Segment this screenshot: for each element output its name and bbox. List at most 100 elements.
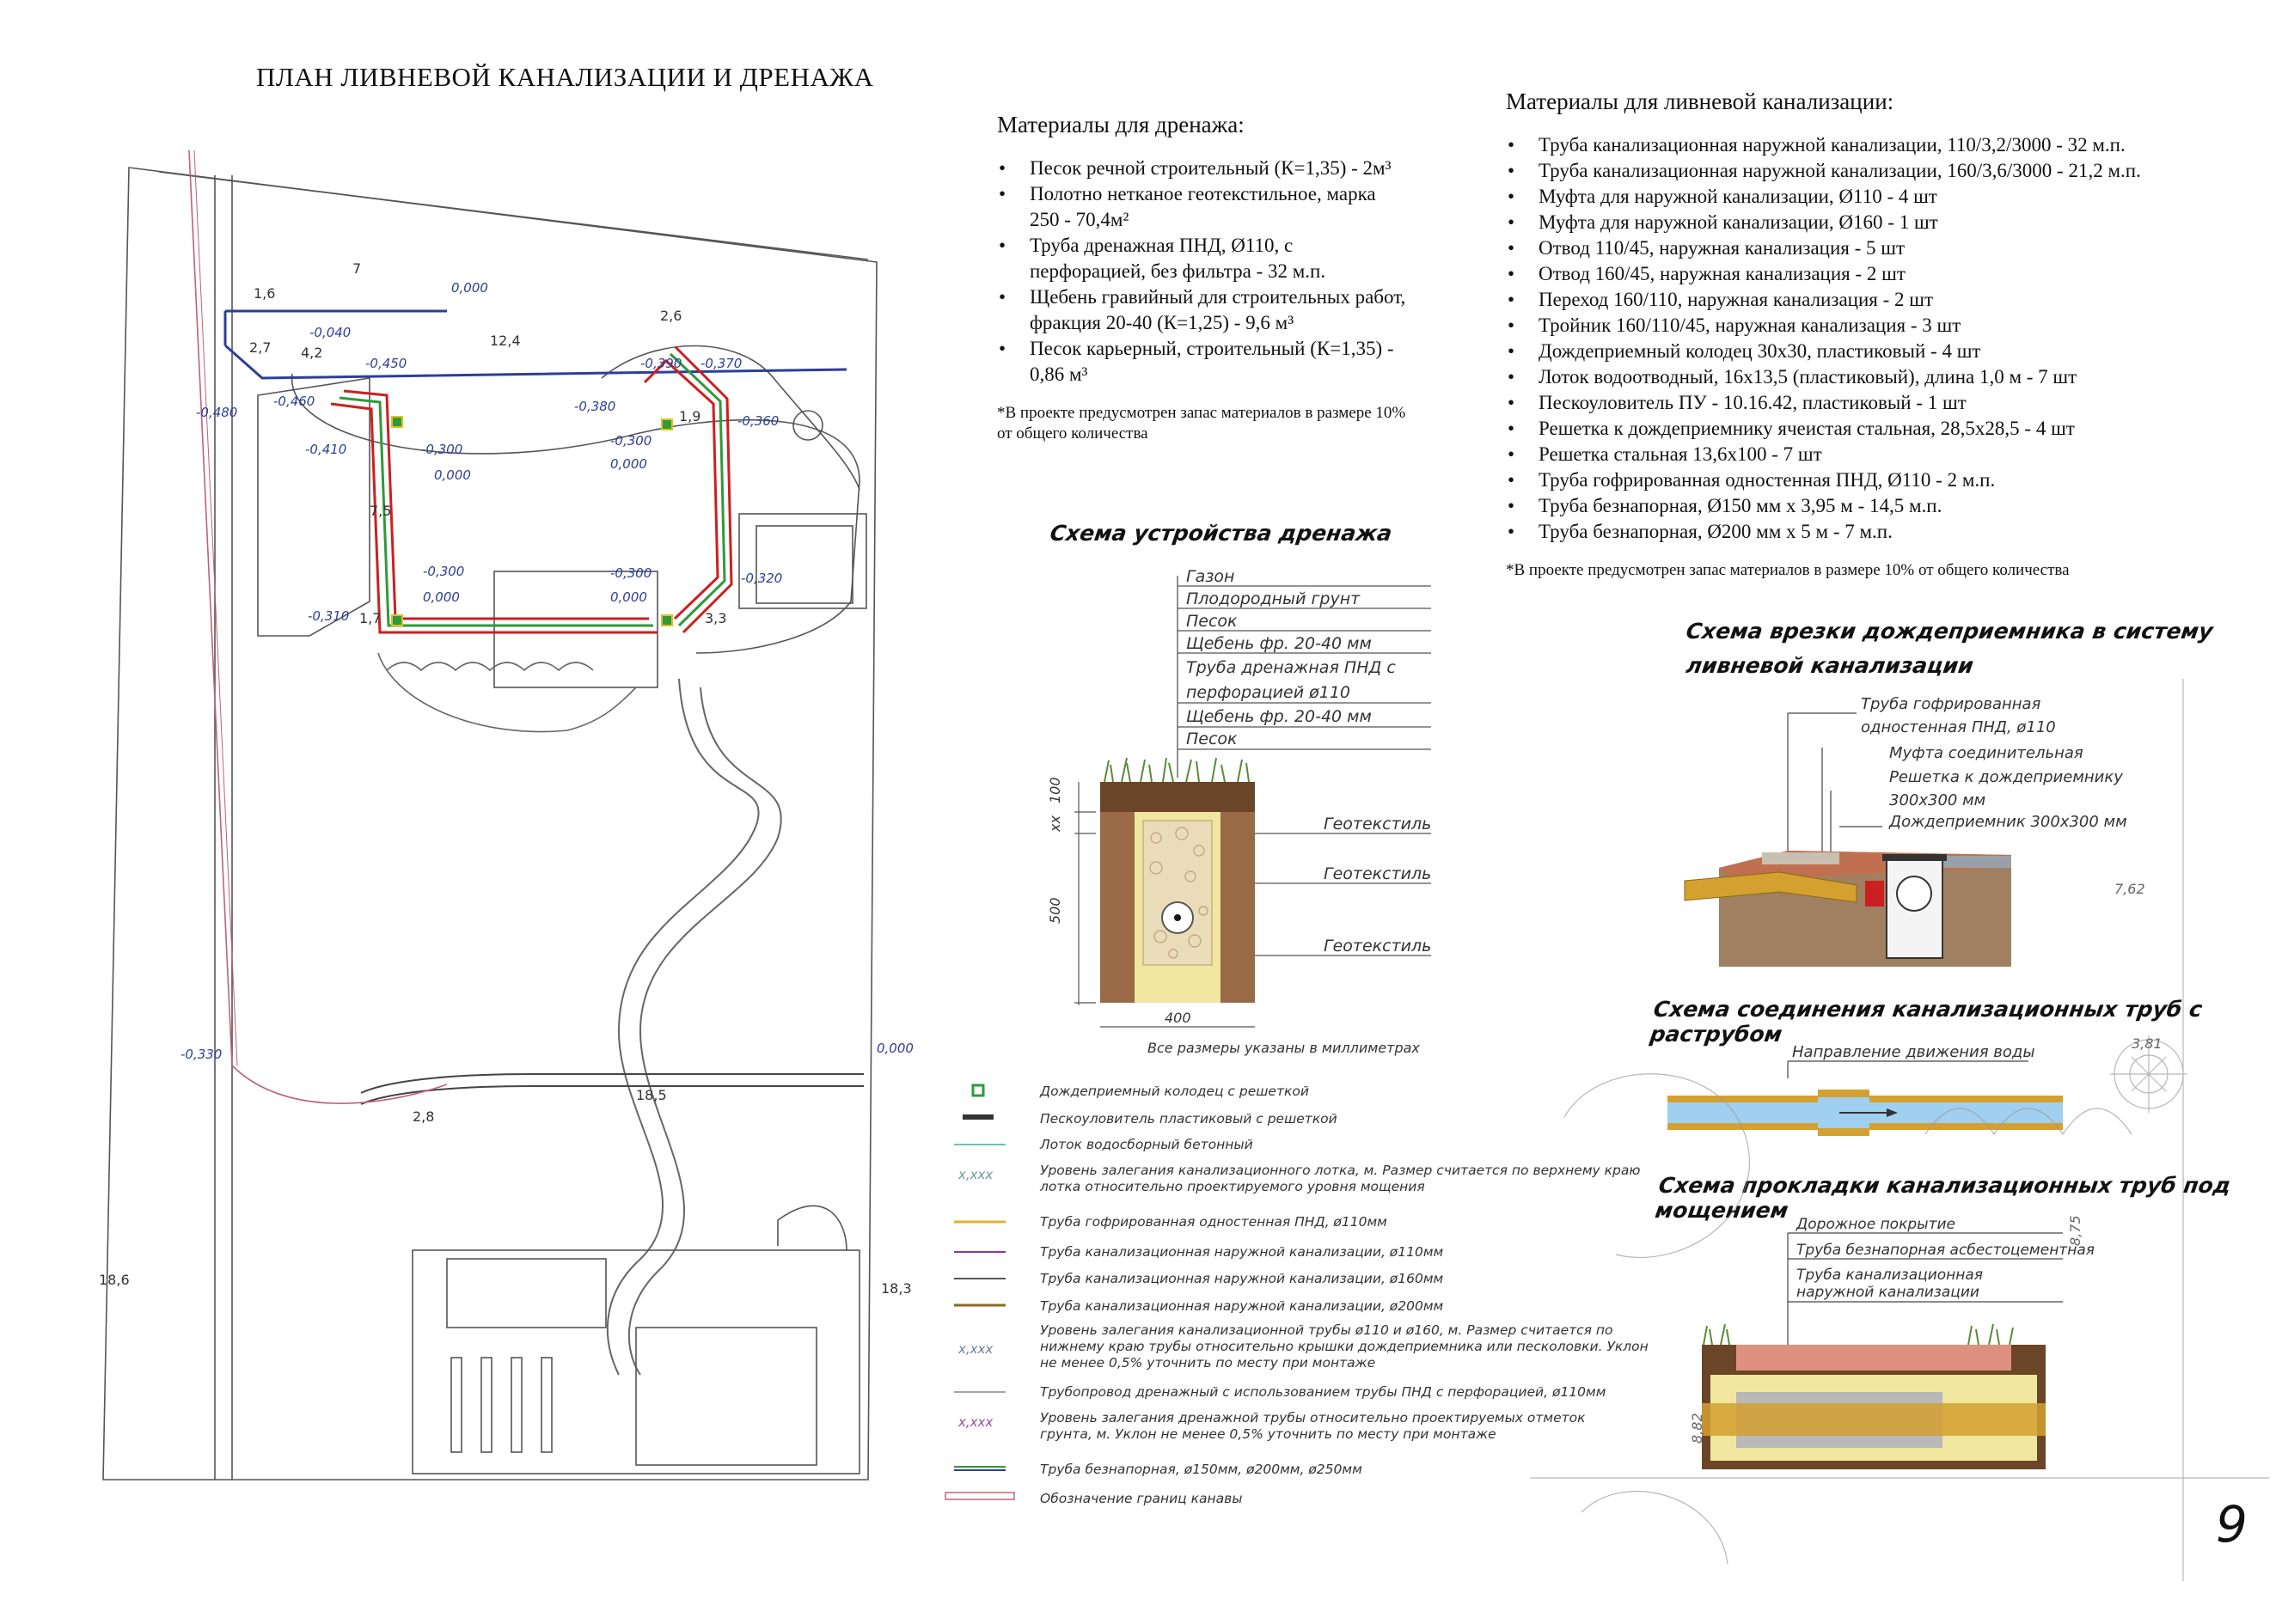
inlet-scheme: Труба гофрированная одностенная ПНД, ø11… bbox=[1684, 695, 2127, 967]
level-label: -0,380 bbox=[574, 399, 615, 414]
grass bbox=[1104, 757, 1250, 783]
flow-direction-label: Направление движения воды bbox=[1792, 1043, 2035, 1061]
inlet-label: Дождеприемник 300х300 мм bbox=[1888, 813, 2127, 831]
legend-label: Труба канализационная наружной канализац… bbox=[1040, 1271, 1444, 1286]
list-item: Щебень гравийный для строительных работ,… bbox=[997, 284, 1410, 336]
dim-label: 1,7 bbox=[359, 610, 381, 626]
legend-label: Дождеприемный колодец с решеткой bbox=[1039, 1084, 1309, 1099]
list-item: Труба безнапорная, Ø200 мм х 5 м - 7 м.п… bbox=[1506, 519, 2262, 545]
drainage-materials-note: *В проекте предусмотрен запас материалов… bbox=[997, 404, 1406, 443]
level-label: -0,460 bbox=[273, 394, 315, 409]
legend-label: Труба гофрированная одностенная ПНД, ø11… bbox=[1040, 1214, 1387, 1230]
drainage-materials-list: Песок речной строительный (К=1,35) - 2м³… bbox=[997, 156, 1410, 388]
legend-label: грунта, м. Уклон не менее 0,5% уточнить … bbox=[1040, 1426, 1496, 1442]
geotextile-label: Геотекстиль bbox=[1324, 864, 1431, 883]
level-label: -0,300 bbox=[610, 565, 652, 581]
level-label: -0,300 bbox=[421, 442, 462, 457]
drainage-scheme: Газон Плодородный грунт Песок Щебень фр.… bbox=[1047, 567, 1431, 1056]
dim-label: 18,3 bbox=[881, 1280, 912, 1297]
list-item: Труба дренажная ПНД, Ø110, с перфорацией… bbox=[997, 233, 1410, 284]
dim-label: 1,9 bbox=[679, 408, 700, 424]
inlet-label: 300х300 мм bbox=[1889, 791, 1985, 809]
geotextile-label: Геотекстиль bbox=[1324, 937, 1431, 955]
dim-label: 7,5 bbox=[370, 503, 391, 519]
storm-materials-list: Труба канализационная наружной канализац… bbox=[1506, 132, 2262, 545]
dim-label: 18,5 bbox=[636, 1087, 667, 1103]
legend-label: Трубопровод дренажный с использованием т… bbox=[1040, 1384, 1606, 1400]
layer-label: Плодородный грунт bbox=[1186, 589, 1361, 608]
level-label: -0,310 bbox=[308, 608, 349, 624]
layer-label: Газон bbox=[1186, 567, 1234, 586]
level-label: -0,480 bbox=[196, 405, 237, 420]
list-item: Переход 160/110, наружная канализация - … bbox=[1506, 287, 2262, 313]
level-label: -0,320 bbox=[741, 571, 782, 586]
dim-label: 2,8 bbox=[413, 1108, 434, 1125]
site-plan: 7 1,6 12,4 4,2 2,7 2,6 1,9 7,5 1,7 3,3 1… bbox=[99, 150, 914, 1481]
legend-label: Труба канализационная наружной канализац… bbox=[1040, 1244, 1444, 1260]
legend-label: не менее 0,5% уточнить по месту при монт… bbox=[1040, 1355, 1375, 1371]
catch-basin-symbol bbox=[971, 1084, 985, 1097]
dim-label: 7 bbox=[352, 260, 361, 277]
legend-label: Уровень залегания дренажной трубы относи… bbox=[1040, 1410, 1586, 1426]
inlet-label: Решетка к дождеприемнику bbox=[1889, 768, 2123, 786]
corrugated-pipe bbox=[1684, 871, 1857, 903]
legend-code: х,ххх bbox=[957, 1341, 993, 1357]
layer-label: Песок bbox=[1186, 612, 1238, 631]
list-item: Дождеприемный колодец 30х30, пластиковый… bbox=[1506, 339, 2262, 364]
paving-layer bbox=[1736, 1345, 2011, 1371]
legend-label: нижнему краю трубы относительно крышки д… bbox=[1040, 1339, 1649, 1354]
drainage-scheme-title: Схема устройства дренажа bbox=[1048, 521, 1394, 546]
page-number: 9 bbox=[2216, 1495, 2248, 1554]
list-item: Песок карьерный, строительный (К=1,35) -… bbox=[997, 336, 1410, 388]
layer-label: Щебень фр. 20-40 мм bbox=[1186, 634, 1372, 653]
socket-scheme: Направление движения воды bbox=[1667, 1043, 2063, 1136]
storm-pipes bbox=[223, 309, 847, 380]
legend-label: Обозначение границ канавы bbox=[1040, 1491, 1243, 1506]
level-label: -0,300 bbox=[610, 433, 652, 449]
drainage-footnote: Все размеры указаны в миллиметрах bbox=[1147, 1040, 1420, 1056]
list-item: Труба гофрированная одностенная ПНД, Ø11… bbox=[1506, 467, 2262, 493]
legend-label: Пескоуловитель пластиковый с решеткой bbox=[1040, 1111, 1337, 1126]
dim-label: 2,7 bbox=[249, 339, 271, 356]
paving-label: Труба канализационная bbox=[1796, 1267, 1983, 1284]
level-label: 0,000 bbox=[423, 589, 460, 605]
property-boundary bbox=[102, 167, 878, 1481]
paving-label: Труба безнапорная асбестоцементная bbox=[1796, 1242, 2095, 1259]
dim-label: 500 bbox=[1047, 897, 1063, 924]
grass bbox=[1703, 1323, 2014, 1346]
level-label: -0,450 bbox=[365, 356, 407, 371]
dim-label: 8,82 bbox=[1689, 1413, 1705, 1444]
list-item: Лоток водоотводный, 16х13,5 (пластиковый… bbox=[1506, 364, 2262, 390]
house bbox=[493, 571, 658, 688]
inlet-label: Труба гофрированная bbox=[1861, 695, 2041, 713]
dim-label: хх bbox=[1047, 815, 1063, 833]
level-label: 0,000 bbox=[610, 456, 647, 472]
level-label: -0,040 bbox=[309, 325, 351, 340]
list-item: Решетка стальная 13,6х100 - 7 шт bbox=[1506, 442, 2262, 467]
sand-trap-symbol bbox=[963, 1114, 994, 1120]
annex bbox=[738, 513, 867, 609]
level-label: 0,000 bbox=[434, 467, 471, 483]
drainage-materials-heading: Материалы для дренажа: bbox=[997, 112, 1245, 137]
legend-label: лотка относительно проектируемого уровня… bbox=[1039, 1179, 1425, 1194]
sewer-pipe bbox=[1702, 1403, 2046, 1436]
dim-label: 12,4 bbox=[490, 333, 521, 349]
list-item: Решетка к дождеприемнику ячеистая стальн… bbox=[1506, 416, 2262, 442]
dim-label: 3,81 bbox=[2132, 1035, 2163, 1052]
layer-label: Труба дренажная ПНД с bbox=[1186, 658, 1396, 677]
storm-materials-heading: Материалы для ливневой канализации: bbox=[1506, 89, 1894, 114]
legend-code: х,ххх bbox=[957, 1167, 993, 1182]
gravel-layer bbox=[1142, 820, 1213, 966]
paving-label: Дорожное покрытие bbox=[1796, 1216, 1955, 1233]
inlet-label: Муфта соединительная bbox=[1889, 744, 2083, 762]
inlet-label: одностенная ПНД, ø110 bbox=[1861, 718, 2056, 736]
level-label: -0,300 bbox=[423, 564, 464, 579]
level-label: -0,370 bbox=[700, 356, 742, 371]
layer-label: перфорацией ø110 bbox=[1186, 683, 1350, 702]
page-title: ПЛАН ЛИВНЕВОЙ КАНАЛИЗАЦИИ И ДРЕНАЖА bbox=[256, 62, 874, 92]
list-item: Полотно нетканое геотекстильное, марка 2… bbox=[997, 181, 1410, 233]
level-label: -0,330 bbox=[180, 1047, 222, 1062]
legend-label: Труба безнапорная, ø150мм, ø200мм, ø250м… bbox=[1040, 1462, 1362, 1477]
catch-basins bbox=[391, 416, 673, 626]
layer-label: Щебень фр. 20-40 мм bbox=[1186, 707, 1372, 726]
